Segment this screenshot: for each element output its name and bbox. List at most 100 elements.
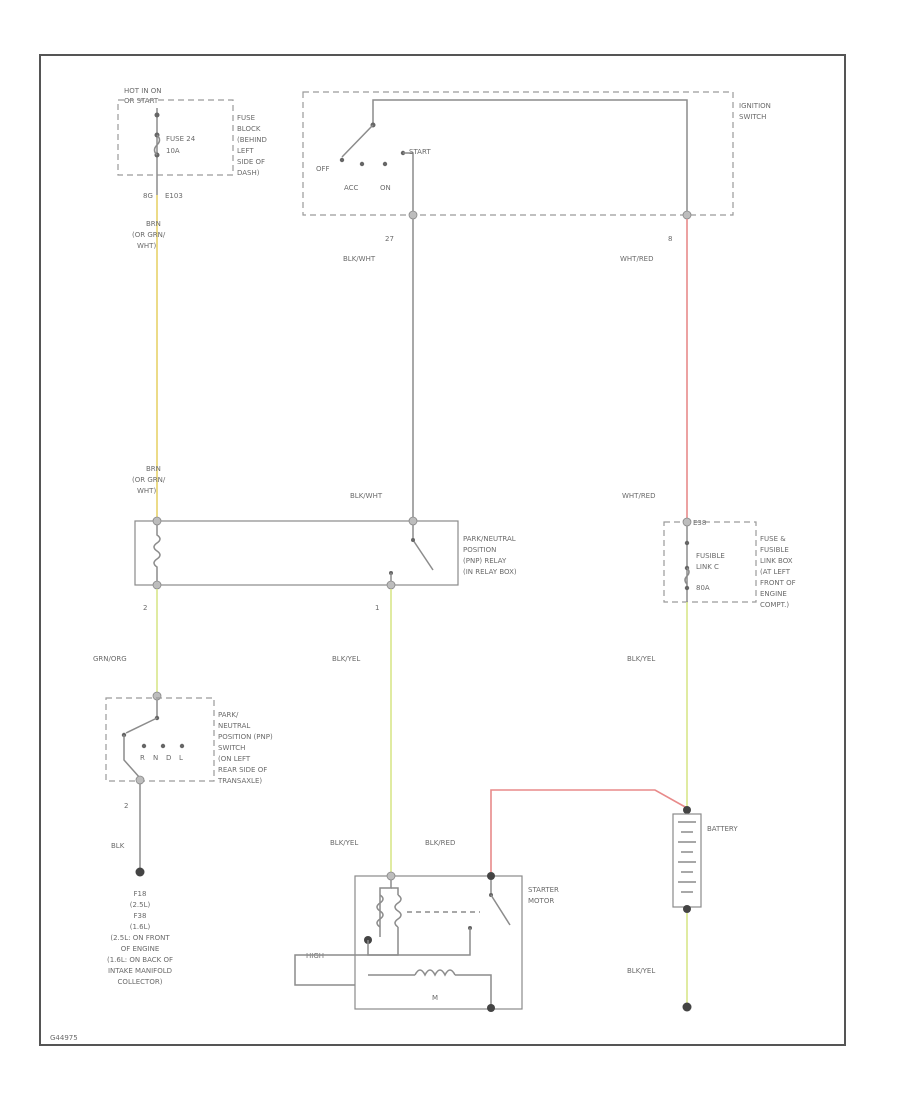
pnp-label-7: TRANSAXLE): [217, 777, 262, 785]
fusible-desc-4: (AT LEFT: [760, 568, 791, 576]
wire-brn-top-2: (OR GRN/: [132, 231, 166, 239]
starter-b-terminal: [487, 872, 495, 880]
starter-field-right: [455, 974, 492, 1008]
diagram-frame: [39, 54, 846, 1046]
ground-line-1: F18: [134, 890, 147, 898]
relay-label-1: PARK/NEUTRAL: [463, 535, 516, 543]
fuse-node-top: [154, 112, 160, 118]
fuse-hot-label-2: OR START: [124, 97, 159, 105]
starter-s-connector: [386, 871, 396, 881]
fuse-pin-2: E103: [165, 192, 183, 200]
pnp-label-1: PARK/: [218, 711, 239, 719]
wire-brn-top-3: WHT): [137, 242, 156, 250]
ignition-contact-off: [339, 157, 345, 163]
ground-line-4: (1.6L): [130, 923, 151, 931]
battery: BATTERY: [672, 806, 738, 913]
fusible-node-3: [684, 585, 690, 591]
relay-label-4: (IN RELAY BOX): [463, 568, 517, 576]
battery-positive-terminal: [683, 806, 691, 814]
fuse-name: FUSE 24: [166, 135, 196, 143]
fuse-desc-5: SIDE OF: [237, 158, 265, 166]
starter-motor: BLK/YEL BLK/RED M HIGH STARTER MOTOR: [294, 839, 559, 1012]
ground-line-7: (1.6L: ON BACK OF: [107, 956, 173, 964]
fuse-desc-3: (BEHIND: [237, 136, 267, 144]
ignition-pos-on: ON: [380, 184, 391, 192]
relay-label-3: (PNP) RELAY: [463, 557, 507, 565]
starter-s-wire: [379, 880, 392, 937]
starter-high-label: HIGH: [306, 952, 324, 960]
ground-line-3: F38: [134, 912, 147, 920]
battery-label: BATTERY: [707, 825, 738, 833]
pnp-label-6: REAR SIDE OF: [218, 766, 267, 774]
wire-battery-red: BLK/RED: [425, 839, 455, 847]
fuse-block: HOT IN ON OR START FUSE 24 10A FUSE BLOC…: [117, 87, 267, 200]
relay-coil: [153, 525, 161, 581]
wire-relay-pin-right: 1: [375, 604, 379, 612]
fuse-symbol: [153, 134, 161, 156]
pnp-label-4: SWITCH: [218, 744, 245, 752]
battery-outline: [672, 813, 702, 908]
wire-brn-top-1: BRN: [146, 220, 161, 228]
wire-relay-in-blk: BLK/WHT: [350, 492, 383, 500]
fuse-amp: 10A: [166, 147, 180, 155]
fusible-name-2: LINK C: [696, 563, 719, 571]
ignition-label-1: IGNITION: [739, 102, 771, 110]
ground-line-6: OF ENGINE: [121, 945, 160, 953]
pnp-contact-r: [141, 743, 147, 749]
ignition-start-internal: [403, 152, 414, 215]
pnp-pos-1: R: [140, 754, 145, 762]
fusible-desc-5: FRONT OF: [760, 579, 796, 587]
relay-switch-blade: [412, 539, 434, 571]
battery-ground-point: [682, 1002, 692, 1012]
ignition-pos-acc: ACC: [344, 184, 359, 192]
fuse-desc-4: LEFT: [237, 147, 254, 155]
pnp-switch-blade: [125, 717, 158, 734]
ignition-pos-off: OFF: [316, 165, 330, 173]
pnp-relay-outline: [134, 520, 459, 586]
fusible-node-1: [684, 540, 690, 546]
relay-conn-top-right: [408, 516, 418, 526]
relay-label-2: POSITION: [463, 546, 496, 554]
relay-conn-bottom-left: [152, 580, 162, 590]
wire-start-pin: 27: [385, 235, 394, 243]
wire-relay-in-1: BRN: [146, 465, 161, 473]
fuse-hot-label-1: HOT IN ON: [124, 87, 162, 95]
fusible-desc-1: FUSE &: [760, 535, 786, 543]
wire-relay-pin-left: 2: [143, 604, 147, 612]
fusible-desc-7: COMPT.): [760, 601, 789, 609]
starter-high-loop: [294, 954, 355, 986]
pnp-switch: R N D L PARK/ NEUTRAL POSITION (PNP) SWI…: [105, 691, 273, 785]
wire-ign-label: WHT/RED: [620, 255, 654, 263]
starter-motor-m: M: [432, 994, 438, 1002]
wire-pnp-label: BLK: [111, 842, 125, 850]
starter-label-2: MOTOR: [528, 897, 554, 905]
fuse-desc-2: BLOCK: [237, 125, 261, 133]
fusible-link-outline: [663, 521, 757, 603]
pnp-switch-out-wire: [123, 735, 141, 779]
starter-motor-feed: [367, 928, 471, 956]
wire-fusible-out: BLK/YEL: [627, 655, 655, 663]
wire-relay-out-left: GRN/ORG: [93, 655, 127, 663]
starter-field-winding: [414, 969, 456, 977]
ignition-pos-start: START: [409, 148, 431, 156]
wire-ign-pin: 8: [668, 235, 672, 243]
pnp-label-5: (ON LEFT: [218, 755, 251, 763]
pnp-label-2: NEUTRAL: [218, 722, 250, 730]
fusible-desc-2: FUSIBLE: [760, 546, 789, 554]
wire-starter-in: BLK/YEL: [330, 839, 358, 847]
ground-line-8: INTAKE MANIFOLD: [108, 967, 172, 975]
ground-line-2: (2.5L): [130, 901, 151, 909]
wire-pnp-pin: 2: [124, 802, 128, 810]
fusible-name-1: FUSIBLE: [696, 552, 725, 560]
fuse-desc-1: FUSE: [237, 114, 255, 122]
starter-hold-top: [391, 887, 399, 895]
fuse-pin-1: 8G: [143, 192, 153, 200]
fusible-amp: 80A: [696, 584, 710, 592]
ignition-start-connector: [408, 210, 418, 220]
ignition-contact-acc: [359, 161, 365, 167]
starter-hold-bottom: [355, 927, 399, 956]
relay-conn-top-left: [152, 516, 162, 526]
starter-case-ground: [487, 1004, 495, 1012]
ground-label: F18 (2.5L) F38 (1.6L) (2.5L: ON FRONT OF…: [107, 890, 173, 986]
fusible-desc-3: LINK BOX: [760, 557, 793, 565]
